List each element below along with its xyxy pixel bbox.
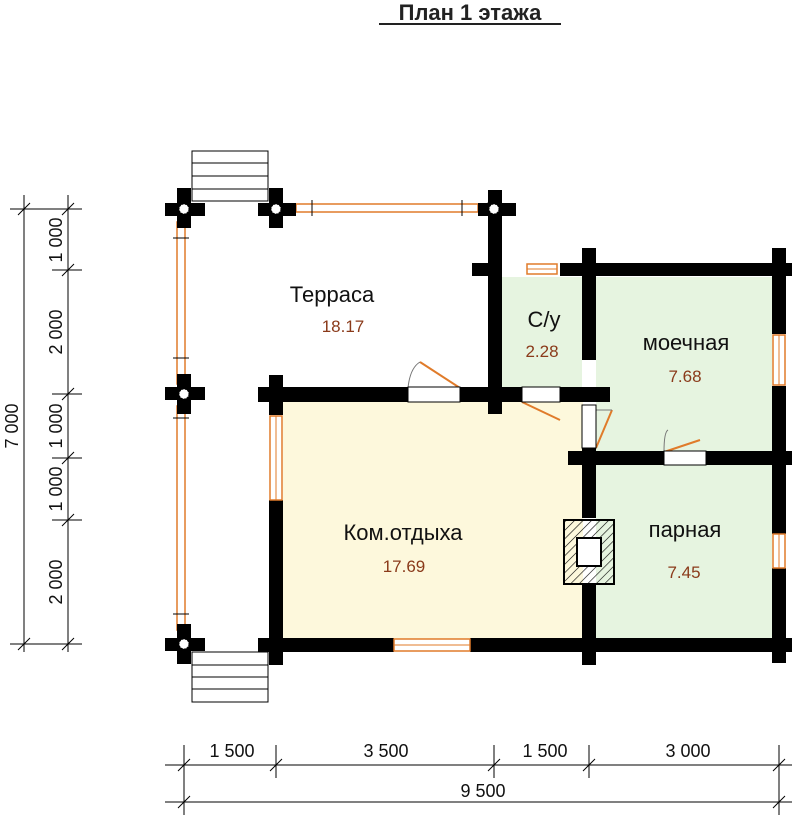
horizontal-dimension-lines xyxy=(165,745,792,815)
rest-room-fill xyxy=(283,402,583,639)
dim-v-5: 2 000 xyxy=(46,559,66,604)
dim-h-2: 3 500 xyxy=(363,741,408,761)
steps-top xyxy=(191,150,269,202)
room-name-steam-room: парная xyxy=(649,517,722,542)
room-area-washroom: 7.68 xyxy=(668,367,701,386)
room-name-bathroom: С/у xyxy=(528,307,561,332)
washroom-fill xyxy=(596,277,772,453)
steam-room-fill xyxy=(596,465,772,639)
vertical-dimension-lines xyxy=(10,195,82,652)
room-name-terrace: Терраса xyxy=(290,282,375,307)
doors xyxy=(419,361,701,453)
dim-h-total: 9 500 xyxy=(460,781,505,801)
dim-v-total: 7 000 xyxy=(2,403,22,448)
dim-v-4: 1 000 xyxy=(46,466,66,511)
walls xyxy=(165,190,792,665)
window-lines xyxy=(275,268,780,646)
room-area-rest-room: 17.69 xyxy=(383,557,426,576)
door-openings xyxy=(407,386,707,466)
room-area-bathroom: 2.28 xyxy=(525,342,558,361)
room-area-steam-room: 7.45 xyxy=(667,563,700,582)
dim-h-1: 1 500 xyxy=(209,741,254,761)
dim-v-1: 1 000 xyxy=(46,217,66,262)
log-posts xyxy=(175,188,503,664)
room-name-washroom: моечная xyxy=(643,330,730,355)
dim-v-2: 2 000 xyxy=(46,309,66,354)
room-area-terrace: 18.17 xyxy=(322,317,365,336)
terrace-rail-ticks xyxy=(173,200,463,615)
steps-bottom xyxy=(191,651,269,703)
bathroom-fill xyxy=(502,277,582,387)
room-name-rest-room: Ком.отдыха xyxy=(343,520,463,545)
dim-v-3: 1 000 xyxy=(46,403,66,448)
dim-h-3: 1 500 xyxy=(522,741,567,761)
plan-title: План 1 этажа xyxy=(399,0,543,25)
dim-h-4: 3 000 xyxy=(665,741,710,761)
stove xyxy=(563,519,615,585)
